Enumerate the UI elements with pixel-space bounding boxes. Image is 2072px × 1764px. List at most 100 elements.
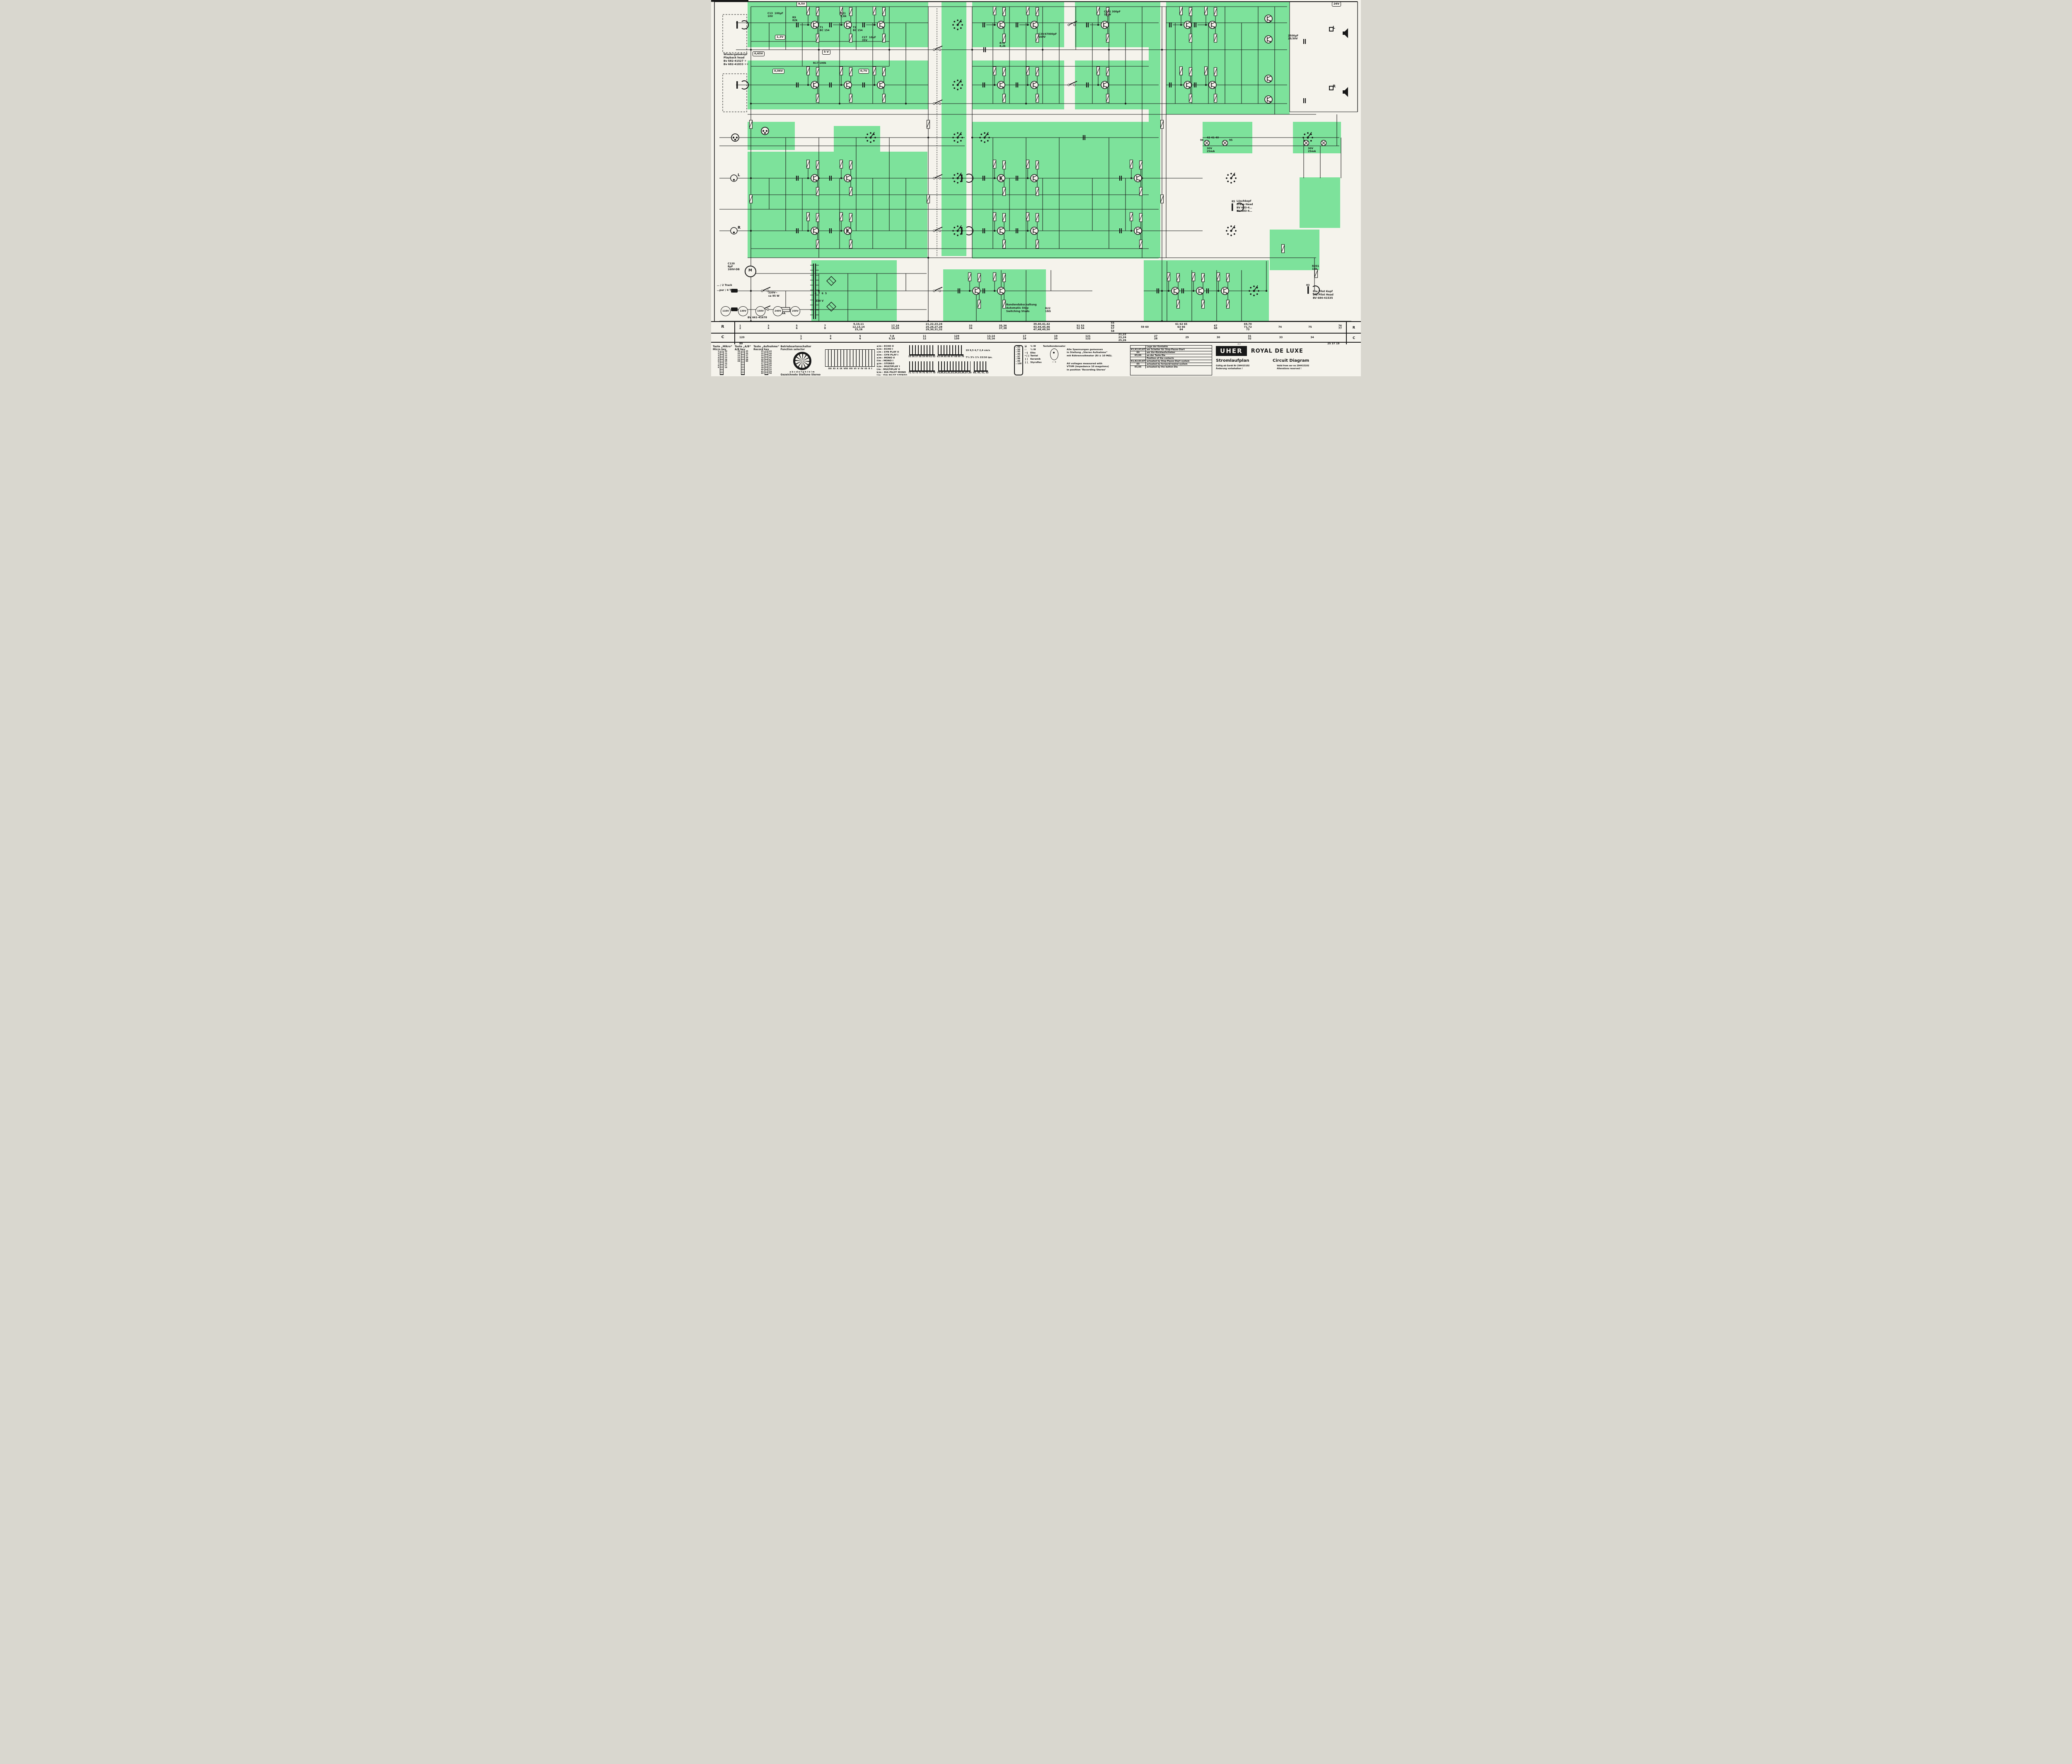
- key-slider-icon: [720, 351, 724, 375]
- component-label: R78 8,2k: [1000, 42, 1006, 48]
- resistor-icon: [926, 120, 930, 129]
- locator-cell: 5 6: [796, 324, 798, 330]
- speed-comb: 89, 90, 91, 92: [973, 361, 989, 374]
- row-label: C: [711, 334, 735, 342]
- cap-symbol-icon: ⊣❙: [1024, 351, 1029, 354]
- switch-icon: [761, 290, 763, 292]
- tape-head-icon: [1307, 286, 1309, 294]
- contact-dot: [1230, 235, 1232, 236]
- locator-cell: 33: [1279, 336, 1283, 339]
- locator-cell: 75: [1308, 325, 1312, 329]
- voltage-option-150: 150V: [755, 306, 765, 316]
- component-label: R9 82k: [792, 16, 798, 22]
- speaker-right-label: R: [1333, 85, 1336, 89]
- connector-strip-legend: 93949596979899100: [1014, 345, 1024, 375]
- wire: [1160, 121, 1164, 128]
- highlight-region: [972, 122, 1159, 259]
- autostop-note: Bandendabschaltung Automatic Stop Switch…: [1006, 303, 1037, 313]
- speaker-icon: [1343, 87, 1348, 97]
- component-label: 95: [1229, 139, 1233, 142]
- function-selector-legend: Betriebsartenschalter Function selector …: [780, 345, 821, 375]
- circuit-diagram-sheet: 9,5V 1,3V 0,65V 0,06V 5 V 0,7V 26V C13 1…: [711, 0, 1361, 376]
- locator-cell: 11 12: [922, 334, 927, 341]
- mains-voltage-label: 220V~: [768, 291, 778, 294]
- mode-item: g/m : STEREO: [876, 362, 895, 365]
- speed-comb: 55 56 57 58 59 60 61 62: [908, 345, 935, 360]
- mode-item: f/m : MONO I: [876, 359, 893, 362]
- contact-dot: [1227, 174, 1229, 176]
- contact-dot: [1227, 180, 1229, 182]
- junction-dot: [750, 48, 752, 51]
- junction-dot: [1161, 48, 1163, 51]
- mains-plug-icon: [731, 307, 738, 311]
- locator-cell: 129 130: [954, 334, 959, 341]
- connector-pin: 96: [1016, 353, 1021, 356]
- row-label-right: C: [1346, 334, 1361, 342]
- voltage-option-130: 130V: [738, 306, 748, 316]
- track4-label: …pur / 4 Track: [717, 289, 737, 292]
- contact-table-row: Position of the contacts: [1130, 357, 1212, 360]
- locator-cell: 27 28: [1154, 334, 1158, 341]
- locator-cell: 13,14 15,16: [987, 334, 995, 341]
- component-label: 2500µF 25/30V: [1288, 34, 1299, 40]
- dashed-box: [722, 73, 747, 112]
- mode-item: d/m : SYN PLAY I: [876, 353, 898, 356]
- highlight-region: [1075, 60, 1159, 109]
- tantal-capacitor-legend: Tantalkondensator − +: [1043, 345, 1066, 363]
- junction-dot: [1108, 48, 1110, 51]
- voltage-callout: 0,7V: [859, 69, 869, 74]
- component-label: T2 BC 154: [853, 26, 863, 32]
- voltage-callout: 0,06V: [772, 69, 785, 74]
- playback-head-note: Wiedergabekopf Playback head Bv 682-4152…: [724, 53, 749, 66]
- highlight-region: [748, 2, 928, 47]
- locator-cell: 61 62 65 63 66 64: [1175, 323, 1188, 332]
- highlight-region: [1293, 122, 1341, 153]
- locator-cell: 33 34: [969, 324, 973, 330]
- component-label: R21 5,6k: [840, 12, 847, 18]
- key-slider-icon: [764, 351, 768, 375]
- speed-values: 19 9,5 4,7 2,4 cm/s 7½ 3¾ 1⅞ 15/16 ips.: [966, 349, 992, 359]
- line-out-right-label: R: [738, 226, 741, 230]
- junction-dot: [1041, 48, 1044, 51]
- locator-cell: 19 20: [1054, 334, 1058, 341]
- connector-pin: 95: [1016, 351, 1021, 353]
- locator-cell: 51 53 52 54: [1076, 324, 1084, 330]
- cap-symbol-icon: ▭: [1024, 348, 1027, 351]
- jack-icon: [730, 227, 738, 235]
- contact-table-row: Lage der Kontakte: [1130, 346, 1212, 348]
- locator-cell: 29: [1185, 336, 1189, 339]
- component-label: C27 10µF 35V: [862, 36, 876, 42]
- row-label: R: [711, 322, 735, 333]
- locator-cell: 120: [739, 336, 745, 339]
- wire: [926, 121, 930, 128]
- component-label: C13 100µF 10V: [767, 12, 783, 18]
- voltage-option-110: 110V: [721, 306, 731, 316]
- validity-note-en: Valid from ser no 294415102 Alterations …: [1277, 365, 1310, 370]
- wire: [1231, 172, 1235, 179]
- highlight-region: [1075, 2, 1159, 47]
- rotary-switch-icon: [1230, 177, 1232, 179]
- switch-icon: [767, 308, 769, 311]
- component-label: R17/100k: [813, 62, 826, 65]
- highlight-region: [748, 60, 928, 109]
- locator-cell: 17,18 19,20: [891, 324, 899, 330]
- resistor-icon: [1160, 194, 1164, 203]
- locator-cell: 59 60: [1141, 325, 1149, 329]
- junction-dot: [971, 48, 973, 51]
- locator-cell: 31 32: [1248, 334, 1251, 341]
- function-selector-icon: [793, 352, 811, 370]
- speed-comb: 71 72 73 74 75 76 77 78: [908, 361, 935, 374]
- highlight-region: [972, 2, 1064, 47]
- switch-icon: [939, 290, 941, 292]
- contact-dot: [1233, 233, 1235, 235]
- voltage-selector-label: 220 V: [816, 300, 824, 302]
- model-name: ROYAL DE LUXE: [1251, 348, 1303, 354]
- locator-cell: 121 122: [1085, 334, 1091, 341]
- locator-cell: 3 4: [767, 324, 770, 330]
